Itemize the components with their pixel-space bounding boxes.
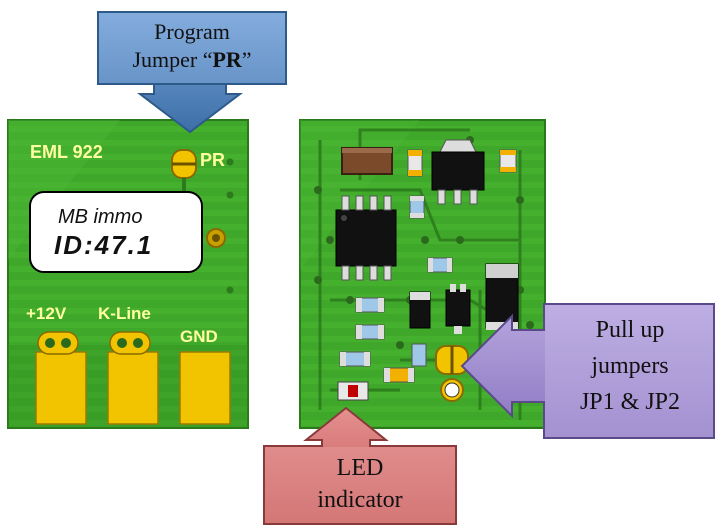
led-line1: LED bbox=[336, 455, 384, 481]
pullup-line1: Pull up bbox=[595, 317, 665, 343]
immo-label-box bbox=[29, 191, 203, 273]
callout-led bbox=[263, 406, 457, 525]
via-dot bbox=[226, 191, 234, 199]
smd-parts bbox=[339, 149, 517, 383]
diode bbox=[485, 263, 519, 330]
via-dot bbox=[226, 158, 234, 166]
led bbox=[337, 381, 369, 401]
program-line2-bold: PR bbox=[212, 47, 242, 72]
transistor-2 bbox=[445, 284, 471, 334]
program-line1: Program bbox=[154, 19, 230, 44]
left-board bbox=[7, 119, 249, 429]
pin-label-12v: +12V bbox=[26, 304, 67, 323]
ic-chip bbox=[335, 195, 397, 281]
pin-solder-pads bbox=[37, 331, 151, 355]
pr-jumper-label: PR bbox=[200, 150, 226, 170]
immo-label-line2: ID:47.1 bbox=[54, 230, 154, 260]
callout-pullup bbox=[460, 303, 715, 439]
pullup-jumpers bbox=[435, 345, 469, 402]
program-line2-prefix: Jumper “ bbox=[132, 47, 213, 72]
led-line2: indicator bbox=[317, 487, 403, 513]
pullup-line3: JP1 & JP2 bbox=[579, 389, 681, 415]
pin-label-kline: K-Line bbox=[98, 304, 151, 323]
right-board bbox=[299, 119, 546, 429]
pin-label-gnd: GND bbox=[180, 327, 218, 346]
led-callout-text: LED indicator bbox=[264, 452, 456, 516]
program-line2: Jumper “PR” bbox=[98, 46, 286, 74]
transistor-1 bbox=[409, 291, 431, 329]
pullup-line2: jumpers bbox=[591, 353, 669, 379]
program-callout-text: Program Jumper “PR” bbox=[98, 18, 286, 74]
immo-label-line1: MB immo bbox=[58, 206, 143, 228]
voltage-regulator bbox=[431, 139, 485, 205]
callout-program bbox=[97, 11, 287, 134]
connector-pads bbox=[35, 351, 231, 425]
pullup-callout-text: Pull up jumpers JP1 & JP2 bbox=[546, 312, 714, 420]
board-model-label: EML 922 bbox=[30, 142, 103, 162]
pr-jumper bbox=[171, 149, 197, 179]
via-dot bbox=[226, 286, 234, 294]
program-line2-suffix: ” bbox=[241, 47, 252, 72]
